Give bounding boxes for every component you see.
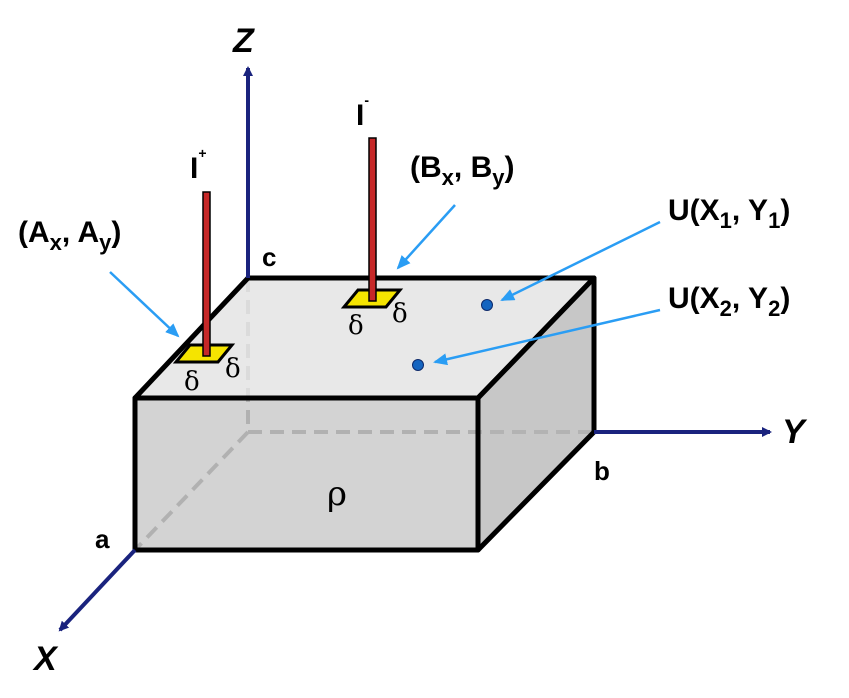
pointer-u1 <box>500 220 661 302</box>
electrode-b: δ δ I- <box>340 92 408 341</box>
corner-c-label: c <box>262 242 276 272</box>
electrode-b-delta-side: δ <box>392 299 408 329</box>
label-u1: U(X1, Y1) <box>668 194 790 233</box>
x-axis-label: X <box>32 640 59 678</box>
box-body <box>132 275 597 553</box>
pointer-u2 <box>433 308 661 366</box>
pointer-arrows <box>109 204 661 366</box>
electrode-a-delta-bottom: δ <box>184 367 200 397</box>
z-axis-label: Z <box>232 22 255 60</box>
label-a-point: (Ax, Ay) <box>18 216 121 255</box>
pointer-b <box>396 204 456 270</box>
electrode-a: δ δ I+ <box>172 145 241 397</box>
electrode-b-rod <box>368 137 377 302</box>
resistivity-symbol: ρ <box>327 474 347 514</box>
label-u2: U(X2, Y2) <box>668 282 790 321</box>
box-front-face <box>132 395 481 553</box>
current-out-label: I- <box>356 92 369 132</box>
electrode-b-delta-bottom: δ <box>348 311 364 341</box>
probe-point-1 <box>481 299 493 311</box>
corner-b-label: b <box>594 456 610 486</box>
pointer-a <box>109 271 180 338</box>
label-b-point: (Bx, By) <box>410 151 515 190</box>
electrode-a-delta-side: δ <box>225 354 241 384</box>
axes <box>58 66 772 632</box>
x-axis <box>58 548 137 632</box>
y-axis-label: Y <box>782 413 808 451</box>
current-in-label: I+ <box>190 145 207 185</box>
corner-a-label: a <box>95 524 110 554</box>
probe-point-2 <box>412 359 424 371</box>
electrode-a-rod <box>202 191 211 357</box>
